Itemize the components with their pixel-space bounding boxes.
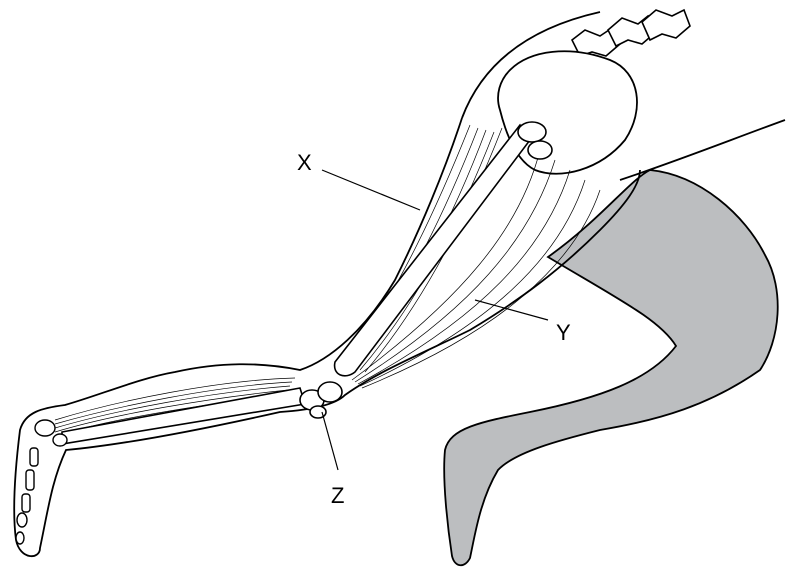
label-y: Y: [556, 320, 571, 345]
femur: [335, 125, 530, 376]
label-z: Z: [331, 483, 344, 508]
pointer-line-z: [322, 412, 338, 470]
pointer-line-x: [322, 170, 420, 210]
tibia: [62, 388, 305, 444]
far-hind-leg: [444, 170, 778, 565]
vertebrae: [572, 10, 690, 56]
foot-bones: [16, 420, 67, 544]
knee-joint: [300, 382, 342, 418]
femur-trochanter: [528, 141, 552, 159]
belly-outline: [620, 120, 785, 180]
label-x: X: [297, 150, 312, 175]
femur-head: [518, 122, 546, 142]
